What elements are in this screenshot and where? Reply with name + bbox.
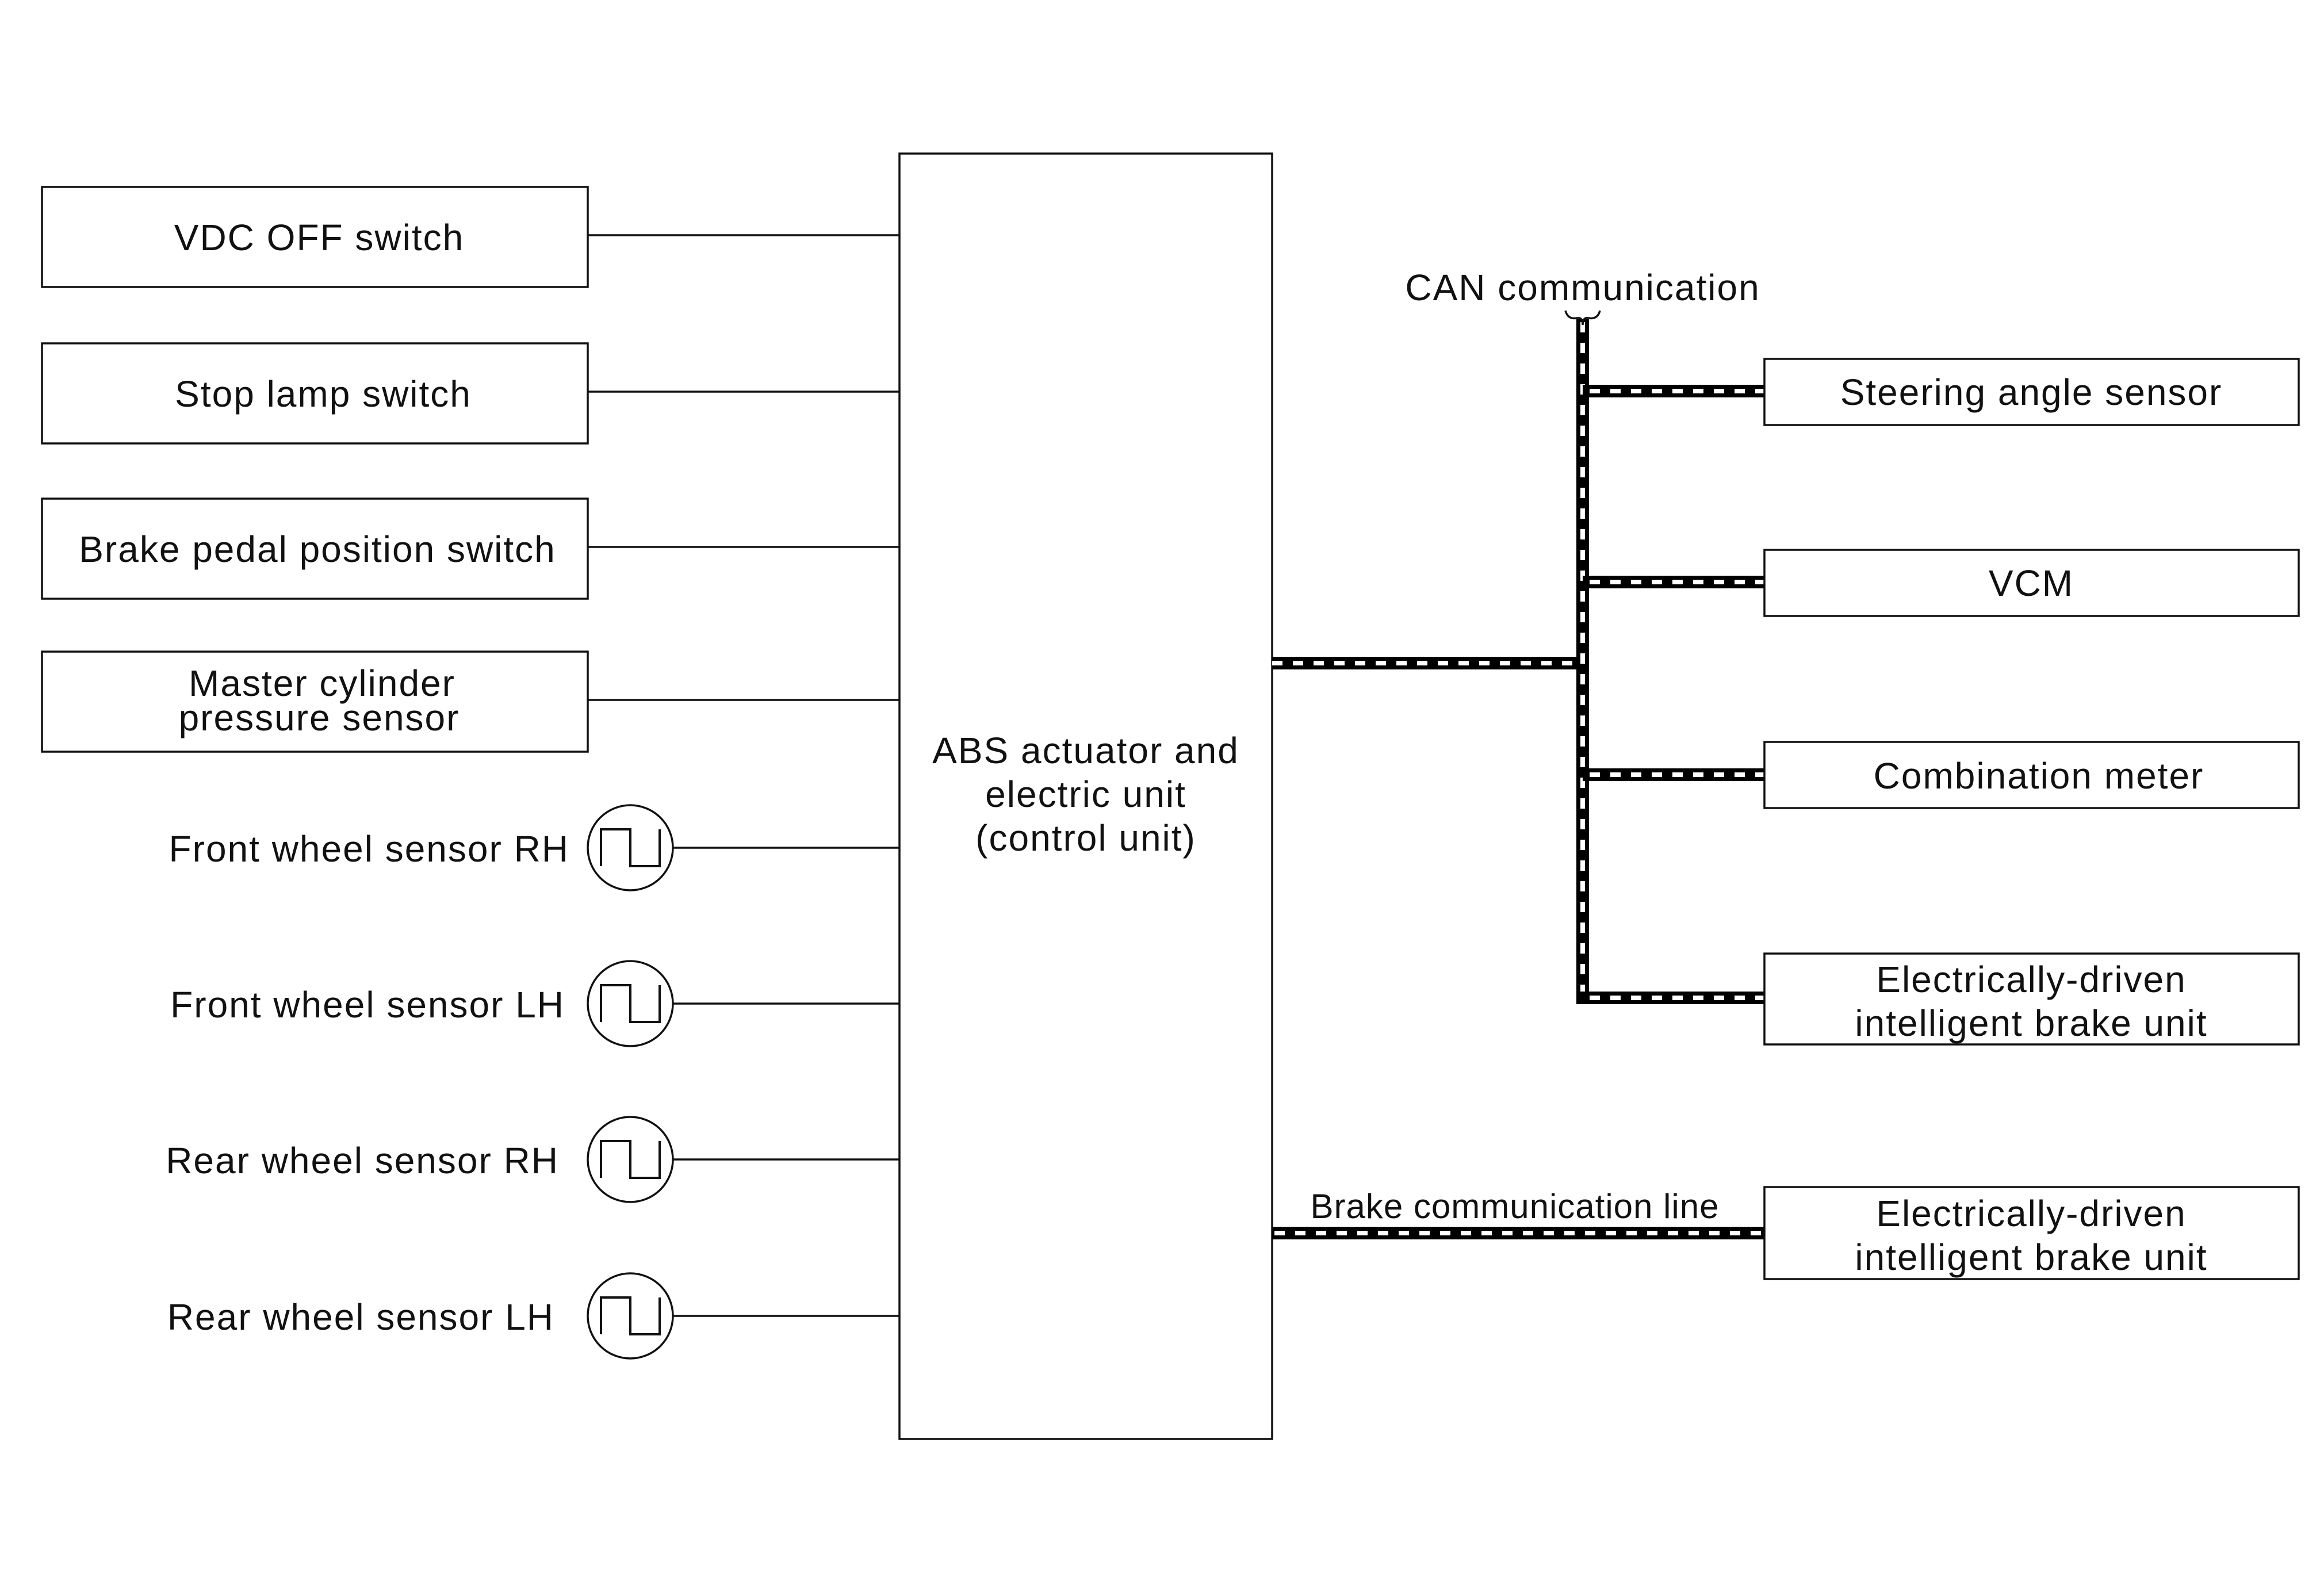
output-vcm: VCM bbox=[1763, 549, 2300, 617]
control-unit-box bbox=[898, 152, 1273, 1440]
output-electrically-driven-intelligent-brake-unit-can: Electrically-driven intelligent brake un… bbox=[1763, 952, 2300, 1046]
wheel-sensor-label: Front wheel sensor RH bbox=[169, 828, 569, 870]
brake-communication-line-label: Brake communication line bbox=[1311, 1187, 1720, 1226]
input-label-line1: Master cylinder bbox=[189, 663, 455, 704]
input-box bbox=[41, 342, 589, 445]
input-box bbox=[41, 497, 589, 600]
input-label: VDC OFF switch bbox=[174, 217, 464, 258]
control-unit-label-line1: ABS actuator and bbox=[932, 730, 1239, 771]
output-combination-meter: Combination meter bbox=[1763, 741, 2300, 809]
control-unit-label-line2: electric unit bbox=[985, 774, 1186, 815]
input-vdc-off-switch: VDC OFF switch bbox=[41, 186, 589, 288]
wheel-sensor-front-rh: Front wheel sensor RH bbox=[169, 804, 674, 891]
output-box bbox=[1763, 1186, 2300, 1280]
output-box bbox=[1763, 549, 2300, 617]
output-label-line1: Electrically-driven bbox=[1876, 959, 2186, 1000]
input-label: Stop lamp switch bbox=[175, 373, 472, 415]
wheel-sensor-rear-lh: Rear wheel sensor LH bbox=[167, 1272, 674, 1360]
input-box bbox=[41, 650, 589, 753]
control-unit: ABS actuator and electric unit (control … bbox=[898, 152, 1273, 1440]
wheel-sensor-label: Rear wheel sensor LH bbox=[167, 1296, 554, 1338]
pulse-signal-icon bbox=[600, 984, 661, 1023]
output-box bbox=[1763, 358, 2300, 426]
output-box bbox=[1763, 952, 2300, 1046]
wheel-sensor-front-lh: Front wheel sensor LH bbox=[170, 960, 674, 1047]
output-label: VCM bbox=[1989, 562, 2074, 604]
brake-communication-line: Brake communication line bbox=[1272, 1187, 1764, 1239]
can-communication-label: CAN communication bbox=[1405, 267, 1760, 308]
output-steering-angle-sensor: Steering angle sensor bbox=[1763, 358, 2300, 426]
input-box bbox=[41, 186, 589, 288]
output-box bbox=[1763, 741, 2300, 809]
wheel-sensor-rear-rh: Rear wheel sensor RH bbox=[166, 1116, 674, 1203]
input-master-cylinder-pressure-sensor: Master cylinder pressure sensor bbox=[41, 650, 589, 753]
pulse-signal-icon bbox=[600, 1140, 661, 1179]
can-bus: CAN communication bbox=[1272, 267, 1764, 1004]
input-stop-lamp-switch: Stop lamp switch bbox=[41, 342, 589, 445]
input-brake-pedal-position-switch: Brake pedal position switch bbox=[41, 497, 589, 600]
input-label: Brake pedal position switch bbox=[79, 529, 556, 570]
output-electrically-driven-intelligent-brake-unit-brake-line: Electrically-driven intelligent brake un… bbox=[1763, 1186, 2300, 1280]
output-label: Combination meter bbox=[1874, 755, 2204, 797]
wheel-sensor-label: Rear wheel sensor RH bbox=[166, 1140, 559, 1181]
control-unit-label-line3: (control unit) bbox=[975, 817, 1196, 859]
pulse-signal-icon bbox=[600, 1296, 661, 1335]
output-label: Steering angle sensor bbox=[1840, 372, 2223, 413]
input-label-line2: pressure sensor bbox=[179, 697, 460, 738]
wheel-sensor-label: Front wheel sensor LH bbox=[170, 984, 565, 1025]
can-label-brace bbox=[1564, 310, 1601, 326]
output-label-line2: intelligent brake unit bbox=[1855, 1002, 2207, 1044]
pulse-signal-icon bbox=[600, 828, 661, 867]
output-label-line2: intelligent brake unit bbox=[1855, 1237, 2207, 1278]
output-label-line1: Electrically-driven bbox=[1876, 1193, 2186, 1234]
